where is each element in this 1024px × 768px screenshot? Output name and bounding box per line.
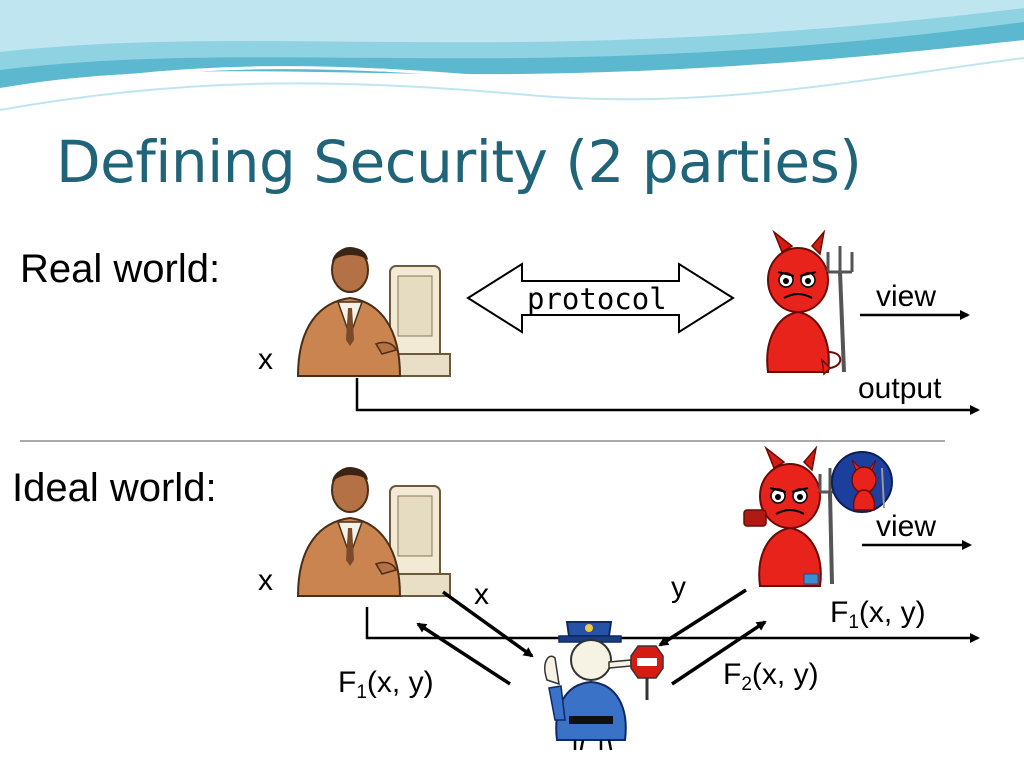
- sent-x-label: x: [474, 578, 489, 611]
- real-adversary-devil-icon: [766, 229, 854, 376]
- real-input-x-label: x: [258, 343, 273, 376]
- slide-title: Defining Security (2 parties): [56, 128, 862, 196]
- f1-to-honest-party-arrow: [416, 622, 511, 686]
- ideal-view-label: view: [876, 510, 937, 543]
- f2-to-adversary-arrow: [671, 620, 767, 686]
- f1-to-honest-label: F1(x, y): [338, 666, 434, 703]
- f2-to-adversary-name: F: [723, 658, 742, 691]
- y-to-trusted-party-arrow: [658, 588, 747, 647]
- simulator-thought-bubble-icon: [831, 451, 893, 513]
- sent-y-label: y: [671, 571, 686, 604]
- header-wave-decoration: [0, 0, 1024, 111]
- real-output-label: output: [858, 372, 942, 405]
- f2-to-adversary-label: F2(x, y): [723, 658, 819, 695]
- protocol-label: protocol: [527, 282, 667, 316]
- real-output-arrow: [355, 378, 980, 415]
- f1-to-honest-subscript: 1: [356, 682, 367, 703]
- ideal-world-label: Ideal world:: [12, 466, 217, 510]
- f1-output-label: F1(x, y): [830, 596, 926, 633]
- protocol-double-arrow: [466, 262, 735, 334]
- ideal-honest-party-icon: [296, 467, 451, 597]
- real-world-label: Real world:: [20, 247, 221, 291]
- f1-output-name: F: [830, 596, 849, 629]
- real-honest-party-icon: [296, 247, 451, 377]
- x-to-trusted-party-arrow: [441, 590, 534, 658]
- f2-to-adversary-args: (x, y): [751, 658, 819, 691]
- ideal-input-x-label: x: [258, 564, 273, 597]
- ideal-adversary-devil-icon: [743, 445, 842, 587]
- f1-to-honest-args: (x, y): [366, 666, 434, 699]
- f1-output-args: (x, y): [858, 596, 926, 629]
- trusted-party-police-icon: [544, 621, 664, 751]
- real-view-label: view: [876, 280, 937, 313]
- f2-to-adversary-subscript: 2: [741, 674, 752, 695]
- f1-to-honest-name: F: [338, 666, 357, 699]
- ideal-output-line: [365, 607, 980, 643]
- f1-output-subscript: 1: [848, 612, 859, 633]
